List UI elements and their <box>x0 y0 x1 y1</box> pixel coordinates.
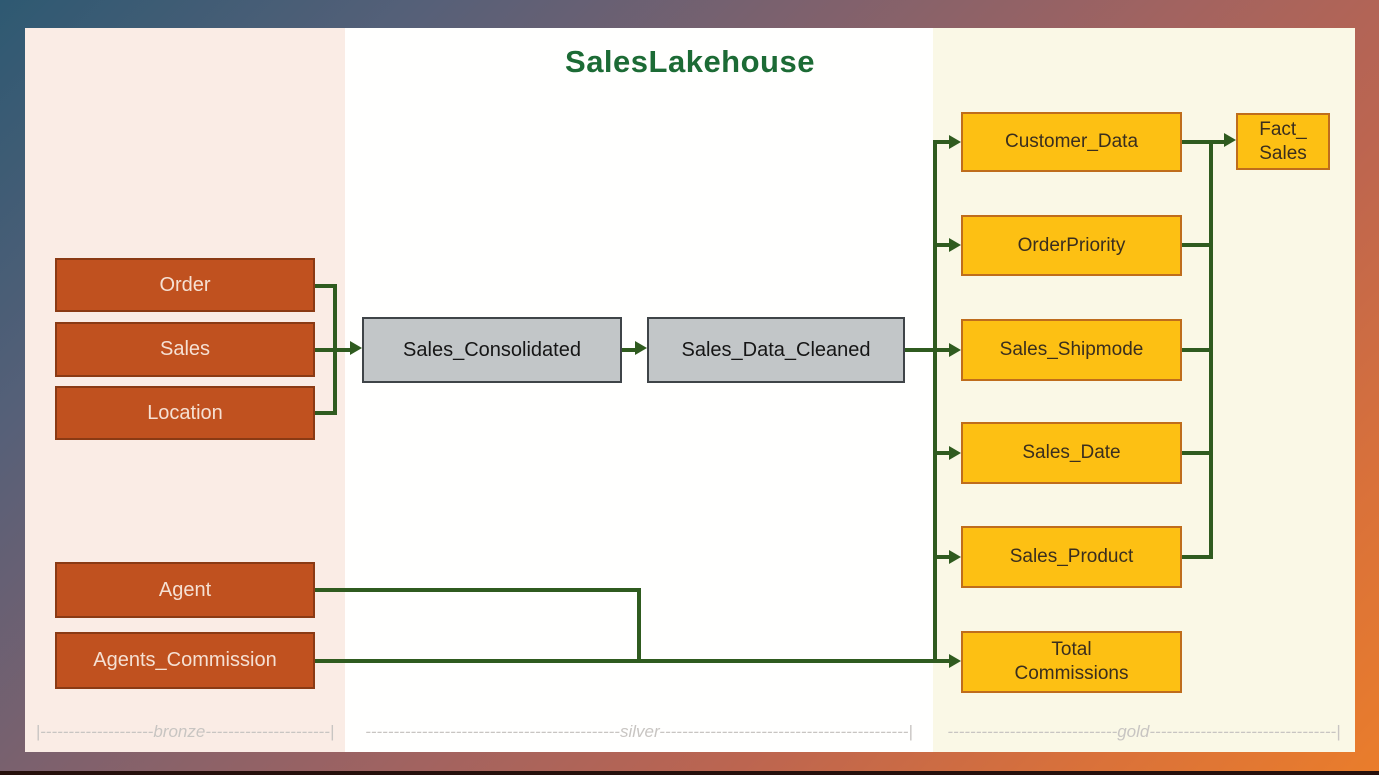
ruler-silver-label: ----------------------------------------… <box>365 722 913 741</box>
connector-stub-customer-data <box>937 140 951 144</box>
connector-cleaned-out <box>905 348 935 352</box>
connector-order-priority-out <box>1182 243 1213 247</box>
arrow-into-sales-data-cleaned <box>635 341 647 355</box>
connector-sales-product-out <box>1182 555 1213 559</box>
connector-order-out <box>315 284 337 288</box>
connector-agents-commission-out <box>315 659 949 663</box>
connector-sales-shipmode-out <box>1182 348 1213 352</box>
arrow-into-sales-date <box>949 446 961 460</box>
bottom-edge-bar <box>0 771 1379 775</box>
node-order-priority: OrderPriority <box>961 215 1182 276</box>
connector-stub-sales-shipmode <box>937 348 951 352</box>
node-sales-date: Sales_Date <box>961 422 1182 484</box>
arrow-into-customer-data <box>949 135 961 149</box>
node-order: Order <box>55 258 315 312</box>
arrow-into-sales-product <box>949 550 961 564</box>
ruler-gold-label: ------------------------------gold------… <box>947 722 1341 741</box>
node-sales-data-cleaned: Sales_Data_Cleaned <box>647 317 905 383</box>
arrow-into-fact-sales <box>1224 133 1236 147</box>
node-location: Location <box>55 386 315 440</box>
connector-location-out <box>315 411 337 415</box>
arrow-into-sales-consolidated <box>350 341 362 355</box>
connector-customer-data-to-fact <box>1182 140 1224 144</box>
node-total-commissions: Total Commissions <box>961 631 1182 693</box>
node-fact-sales: Fact_ Sales <box>1236 113 1330 170</box>
connector-agent-drop <box>637 588 641 663</box>
arrow-into-total-commissions <box>949 654 961 668</box>
node-customer-data: Customer_Data <box>961 112 1182 172</box>
node-sales-shipmode: Sales_Shipmode <box>961 319 1182 381</box>
connector-agent-out <box>315 588 641 592</box>
arrow-into-order-priority <box>949 238 961 252</box>
connector-gold-output-bus <box>1209 140 1213 559</box>
connector-stub-order-priority <box>937 243 951 247</box>
ruler-bronze-label: |--------------------bronze-------------… <box>35 722 335 741</box>
node-sales-product: Sales_Product <box>961 526 1182 588</box>
connector-sales-out <box>315 348 352 352</box>
node-agents-commission: Agents_Commission <box>55 632 315 689</box>
node-sales-consolidated: Sales_Consolidated <box>362 317 622 383</box>
diagram-title: SalesLakehouse <box>565 44 815 79</box>
node-agent: Agent <box>55 562 315 618</box>
node-sales: Sales <box>55 322 315 377</box>
connector-stub-sales-product <box>937 555 951 559</box>
arrow-into-sales-shipmode <box>949 343 961 357</box>
connector-gold-input-bus <box>933 140 937 663</box>
connector-consolidated-to-cleaned <box>622 348 637 352</box>
connector-stub-sales-date <box>937 451 951 455</box>
connector-sales-date-out <box>1182 451 1213 455</box>
